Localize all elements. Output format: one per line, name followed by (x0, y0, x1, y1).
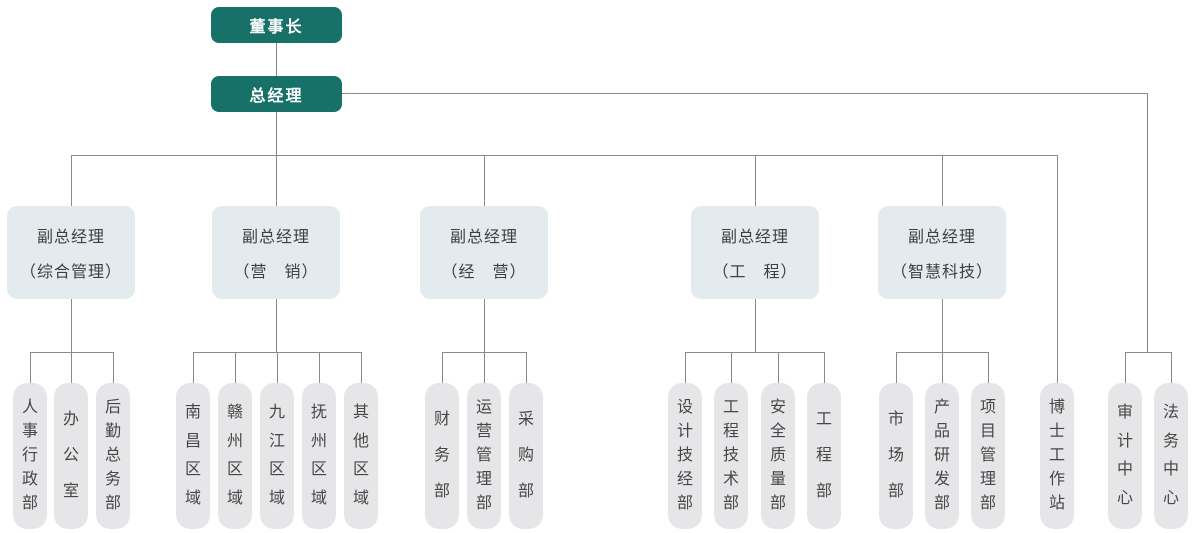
connector-rail-g4 (685, 352, 824, 353)
deputy-box-engineering: 副总经理 （工 程） (691, 206, 819, 299)
dept-pill-project-mgmt: 项目管理部 (971, 383, 1005, 529)
connector-drop-deputy5 (942, 155, 943, 206)
dept-pill-jiujiang: 九江区域 (260, 383, 294, 529)
dept-pill-office: 办公室 (54, 383, 88, 529)
general-manager-box: 总经理 (211, 76, 342, 112)
dept-pill-operations-mgmt: 运营管理部 (467, 383, 501, 529)
connector-child-drop (235, 352, 236, 383)
connector-drop-deputy1 (71, 155, 72, 206)
connector-child-drop (193, 352, 194, 383)
connector-rail-g1 (30, 352, 114, 353)
connector-child-drop (30, 352, 31, 383)
connector-child-drop (71, 352, 72, 383)
connector-child-drop (526, 352, 527, 383)
deputy-title: 副总经理 (36, 229, 105, 246)
dept-pill-product-rd: 产品研发部 (925, 383, 959, 529)
connector-drop-deputy3 (484, 155, 485, 206)
dept-pill-fuzhou: 抚州区域 (302, 383, 336, 529)
dept-pill-engineering: 工程部 (807, 383, 841, 529)
dept-pill-hr-admin: 人事行政部 (13, 383, 47, 529)
connector-stub-g4 (755, 299, 756, 352)
deputy-box-operations: 副总经理 （经 营） (420, 206, 548, 299)
connector-stub-g1 (71, 299, 72, 352)
deputy-box-general-admin: 副总经理 （综合管理） (7, 206, 135, 299)
connector-child-drop (361, 352, 362, 383)
deputy-title: 副总经理 (720, 229, 789, 246)
connector-child-drop (484, 352, 485, 383)
connector-gm-right (342, 93, 1147, 94)
deputy-title: 副总经理 (241, 229, 310, 246)
deputy-box-marketing: 副总经理 （营 销） (212, 206, 340, 299)
dept-pill-market: 市场部 (879, 383, 913, 529)
doctor-workstation-pill: 博士工作站 (1040, 383, 1074, 529)
deputy-scope: （综合管理） (19, 264, 122, 281)
deputy-title: 副总经理 (907, 229, 976, 246)
connector-rail-g6 (1125, 352, 1171, 353)
connector-child-drop (1125, 352, 1126, 383)
legal-center-pill: 法务中心 (1154, 383, 1188, 529)
deputy-scope: （智慧科技） (890, 264, 993, 281)
connector-stub-g3 (484, 299, 485, 352)
dept-pill-engineering-tech: 工程技术部 (714, 383, 748, 529)
dept-pill-design-tech-econ: 设计技经部 (668, 383, 702, 529)
connector-child-drop (896, 352, 897, 383)
connector-gm-down (276, 112, 277, 206)
connector-chairman-gm (276, 43, 277, 76)
dept-pill-procurement: 采购部 (509, 383, 543, 529)
dept-pill-nanchang: 南昌区域 (176, 383, 210, 529)
connector-main-rail (71, 155, 1057, 156)
dept-pill-other-region: 其他区域 (344, 383, 378, 529)
connector-child-drop (319, 352, 320, 383)
connector-child-drop (113, 352, 114, 383)
deputy-scope: （经 营） (441, 264, 527, 281)
dept-pill-logistics: 后勤总务部 (96, 383, 130, 529)
audit-center-pill: 审计中心 (1108, 383, 1142, 529)
dept-pill-finance: 财务部 (425, 383, 459, 529)
deputy-scope: （营 销） (233, 264, 319, 281)
connector-child-drop (277, 352, 278, 383)
dept-pill-ganzhou: 赣州区域 (218, 383, 252, 529)
connector-child-drop (942, 352, 943, 383)
dept-pill-safety-quality: 安全质量部 (761, 383, 795, 529)
deputy-scope: （工 程） (712, 264, 798, 281)
chairman-box: 董事长 (211, 7, 342, 43)
connector-child-drop (442, 352, 443, 383)
connector-drop-station (1057, 155, 1058, 383)
connector-drop-deputy4 (755, 155, 756, 206)
connector-child-drop (1171, 352, 1172, 383)
connector-child-drop (988, 352, 989, 383)
deputy-title: 副总经理 (449, 229, 518, 246)
connector-stub-g2 (276, 299, 277, 352)
connector-stub-g5 (942, 299, 943, 352)
connector-child-drop (778, 352, 779, 383)
connector-right-drop (1147, 93, 1148, 352)
deputy-box-smart-tech: 副总经理 （智慧科技） (878, 206, 1006, 299)
connector-child-drop (824, 352, 825, 383)
connector-child-drop (685, 352, 686, 383)
connector-child-drop (731, 352, 732, 383)
